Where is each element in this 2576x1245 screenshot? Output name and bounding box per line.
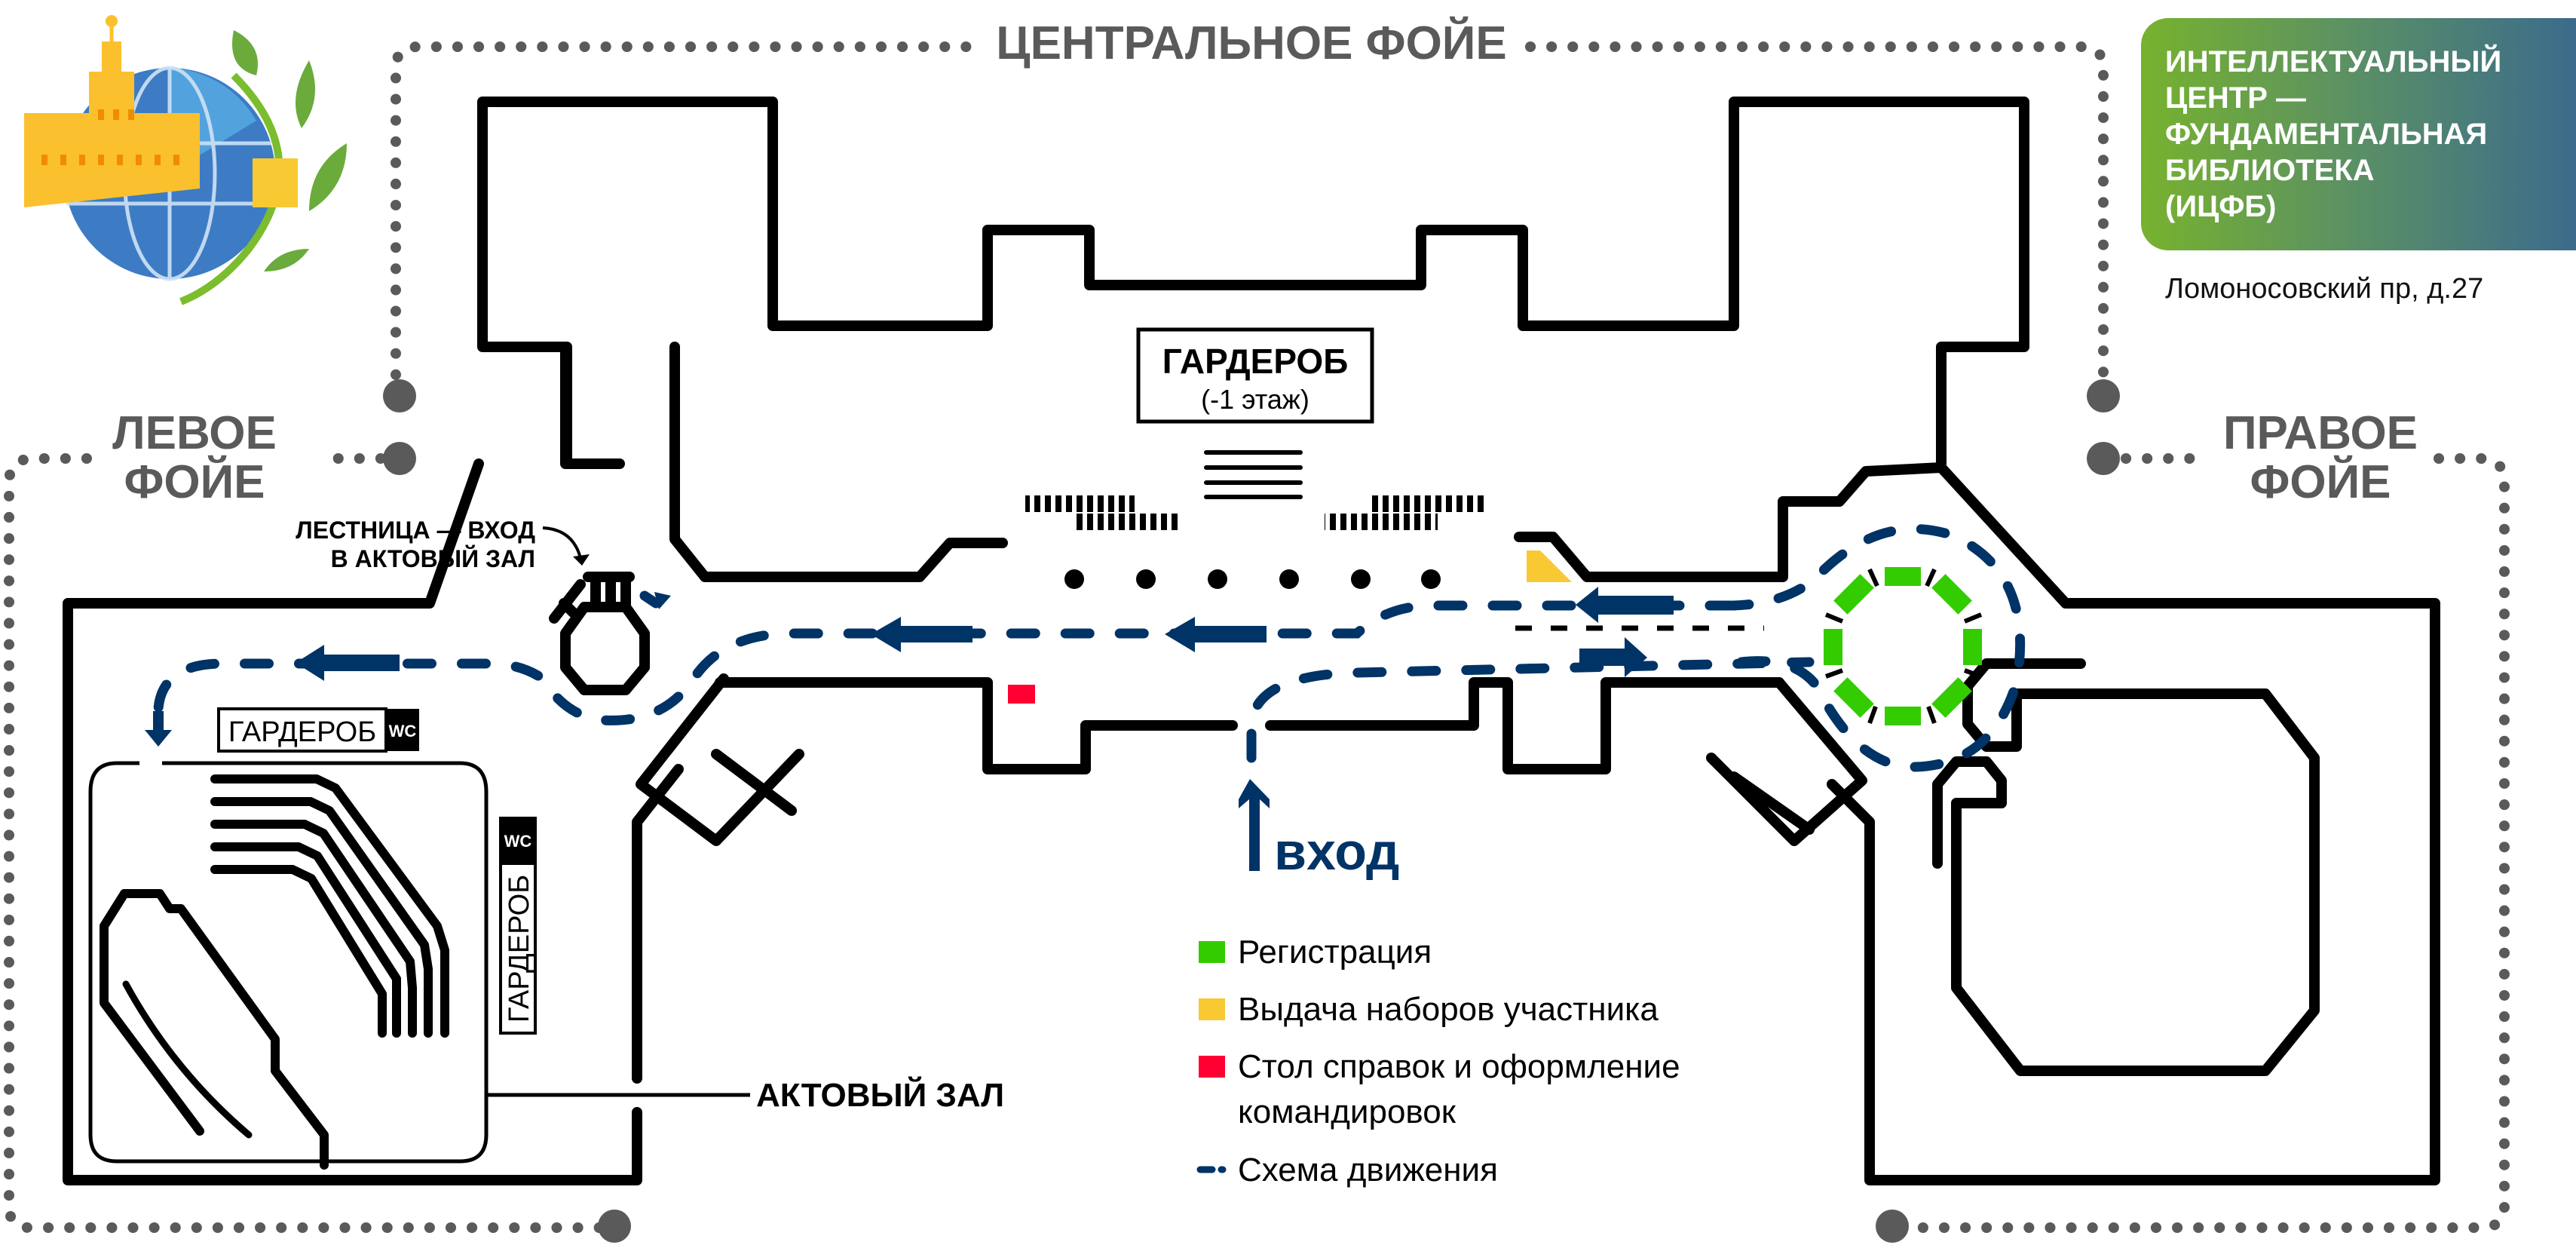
right-foyer-label-line2: ФОЙЕ	[2250, 455, 2391, 508]
globe-building-logo	[24, 15, 347, 305]
legend-label-kits: Выдача наборов участника	[1238, 991, 1659, 1028]
venue-address: Ломоносовский пр, д.27	[2165, 273, 2484, 305]
arrow-up-left-icon	[654, 592, 671, 609]
wardrobe-main-title: ГАРДЕРОБ	[1162, 342, 1349, 381]
boundary-node	[2087, 442, 2120, 475]
legend-label-registration: Регистрация	[1238, 934, 1432, 971]
boundary-node	[383, 442, 416, 475]
boundary-node	[383, 379, 416, 412]
wardrobe-left-label: ГАРДЕРОБ WC	[217, 707, 419, 753]
hall-seating	[100, 774, 449, 1170]
wardrobe-vertical-text: ГАРДЕРОБ	[504, 875, 535, 1023]
wc-left-text: WC	[389, 722, 417, 741]
arrow-left-icon	[1165, 617, 1267, 652]
legend-swatch-kits	[1199, 998, 1225, 1020]
entrance-arrow-icon	[1239, 779, 1270, 871]
legend: Регистрация Выдача наборов участника Сто…	[1196, 934, 1680, 1188]
wardrobe-vertical-label: WC ГАРДЕРОБ	[499, 817, 537, 1035]
central-foyer-boundary	[391, 41, 2109, 401]
left-foyer-label-line2: ФОЙЕ	[124, 455, 265, 508]
boundary-node	[598, 1210, 631, 1243]
movement-route	[153, 523, 2026, 772]
venue-title: ИНТЕЛЛЕКТУАЛЬНЫЙ ЦЕНТР — ФУНДАМЕНТАЛЬНАЯ…	[2165, 45, 2502, 223]
arrow-left-icon	[1576, 587, 1674, 623]
boundary-node	[1876, 1210, 1909, 1243]
arrow-down-icon	[145, 711, 172, 747]
central-foyer-label: ЦЕНТРАЛЬНОЕ ФОЙЕ	[996, 17, 1506, 69]
legend-swatch-info	[1199, 1056, 1225, 1078]
arrow-left-icon	[871, 617, 973, 652]
stairs-pointer-arrow	[542, 526, 582, 559]
left-foyer-boundary	[4, 453, 616, 1233]
legend-label-info-line2: командировок	[1238, 1093, 1456, 1130]
legend-swatch-registration	[1199, 941, 1225, 963]
wardrobe-main-label-box: ГАРДЕРОБ (-1 этаж)	[1136, 327, 1374, 424]
wardrobe-main-floor: (-1 этаж)	[1201, 384, 1309, 415]
arrow-left-icon	[296, 645, 400, 681]
escalator-left	[1025, 495, 1181, 530]
columns	[1064, 569, 1441, 589]
stairs-down	[1204, 450, 1303, 499]
escalator-right	[1325, 495, 1485, 530]
legend-label-info: Стол справок и оформление	[1238, 1048, 1680, 1085]
left-foyer-label-line1: ЛЕВОЕ	[112, 407, 277, 459]
right-foyer-boundary	[1891, 453, 2510, 1233]
hall-label: АКТОВЫЙ ЗАЛ	[756, 1075, 1004, 1114]
arrow-right-icon	[1579, 637, 1647, 677]
kits-desk	[1527, 550, 1572, 582]
registration-desk	[1824, 567, 1983, 725]
stairs-label-line1: ЛЕСТНИЦА — ВХОД	[296, 517, 535, 544]
hall-outline	[88, 761, 489, 1164]
entrance-label: вход	[1274, 822, 1400, 881]
entrance-marker: вход	[1239, 779, 1400, 881]
legend-label-route: Схема движения	[1238, 1151, 1498, 1188]
info-desk	[1008, 685, 1035, 704]
wc-vertical-text: WC	[504, 832, 532, 851]
route-arrows	[145, 587, 1674, 747]
venue-title-box: ИНТЕЛЛЕКТУАЛЬНЫЙ ЦЕНТР — ФУНДАМЕНТАЛЬНАЯ…	[2141, 18, 2576, 250]
boundary-node	[2087, 379, 2120, 412]
stairs-label-line2: В АКТОВЫЙ ЗАЛ	[331, 545, 535, 572]
building-walls	[63, 97, 2440, 1185]
wardrobe-left-text: ГАРДЕРОБ	[228, 716, 376, 748]
right-foyer-label-line1: ПРАВОЕ	[2223, 407, 2418, 459]
